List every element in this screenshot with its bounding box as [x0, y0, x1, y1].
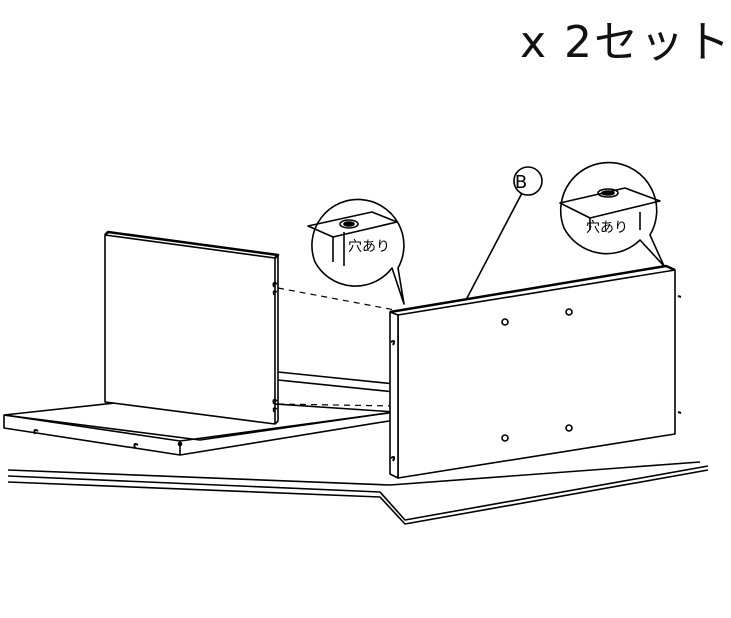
- hole-callout-left: [307, 198, 405, 305]
- hole-callout-right-text: 穴あり: [586, 220, 628, 236]
- side-panel-left: [104, 230, 280, 425]
- floor: [7, 461, 709, 525]
- set-count-label: x 2セット: [520, 17, 731, 68]
- insertion-guides: [277, 287, 396, 407]
- hole-callout-left-text: 穴あり: [348, 239, 390, 255]
- panel-b: [389, 264, 682, 479]
- back-panel: [277, 371, 396, 393]
- hole-callout-right: [559, 161, 665, 267]
- part-b-letter: B: [515, 172, 527, 193]
- part-b-label: [465, 166, 543, 301]
